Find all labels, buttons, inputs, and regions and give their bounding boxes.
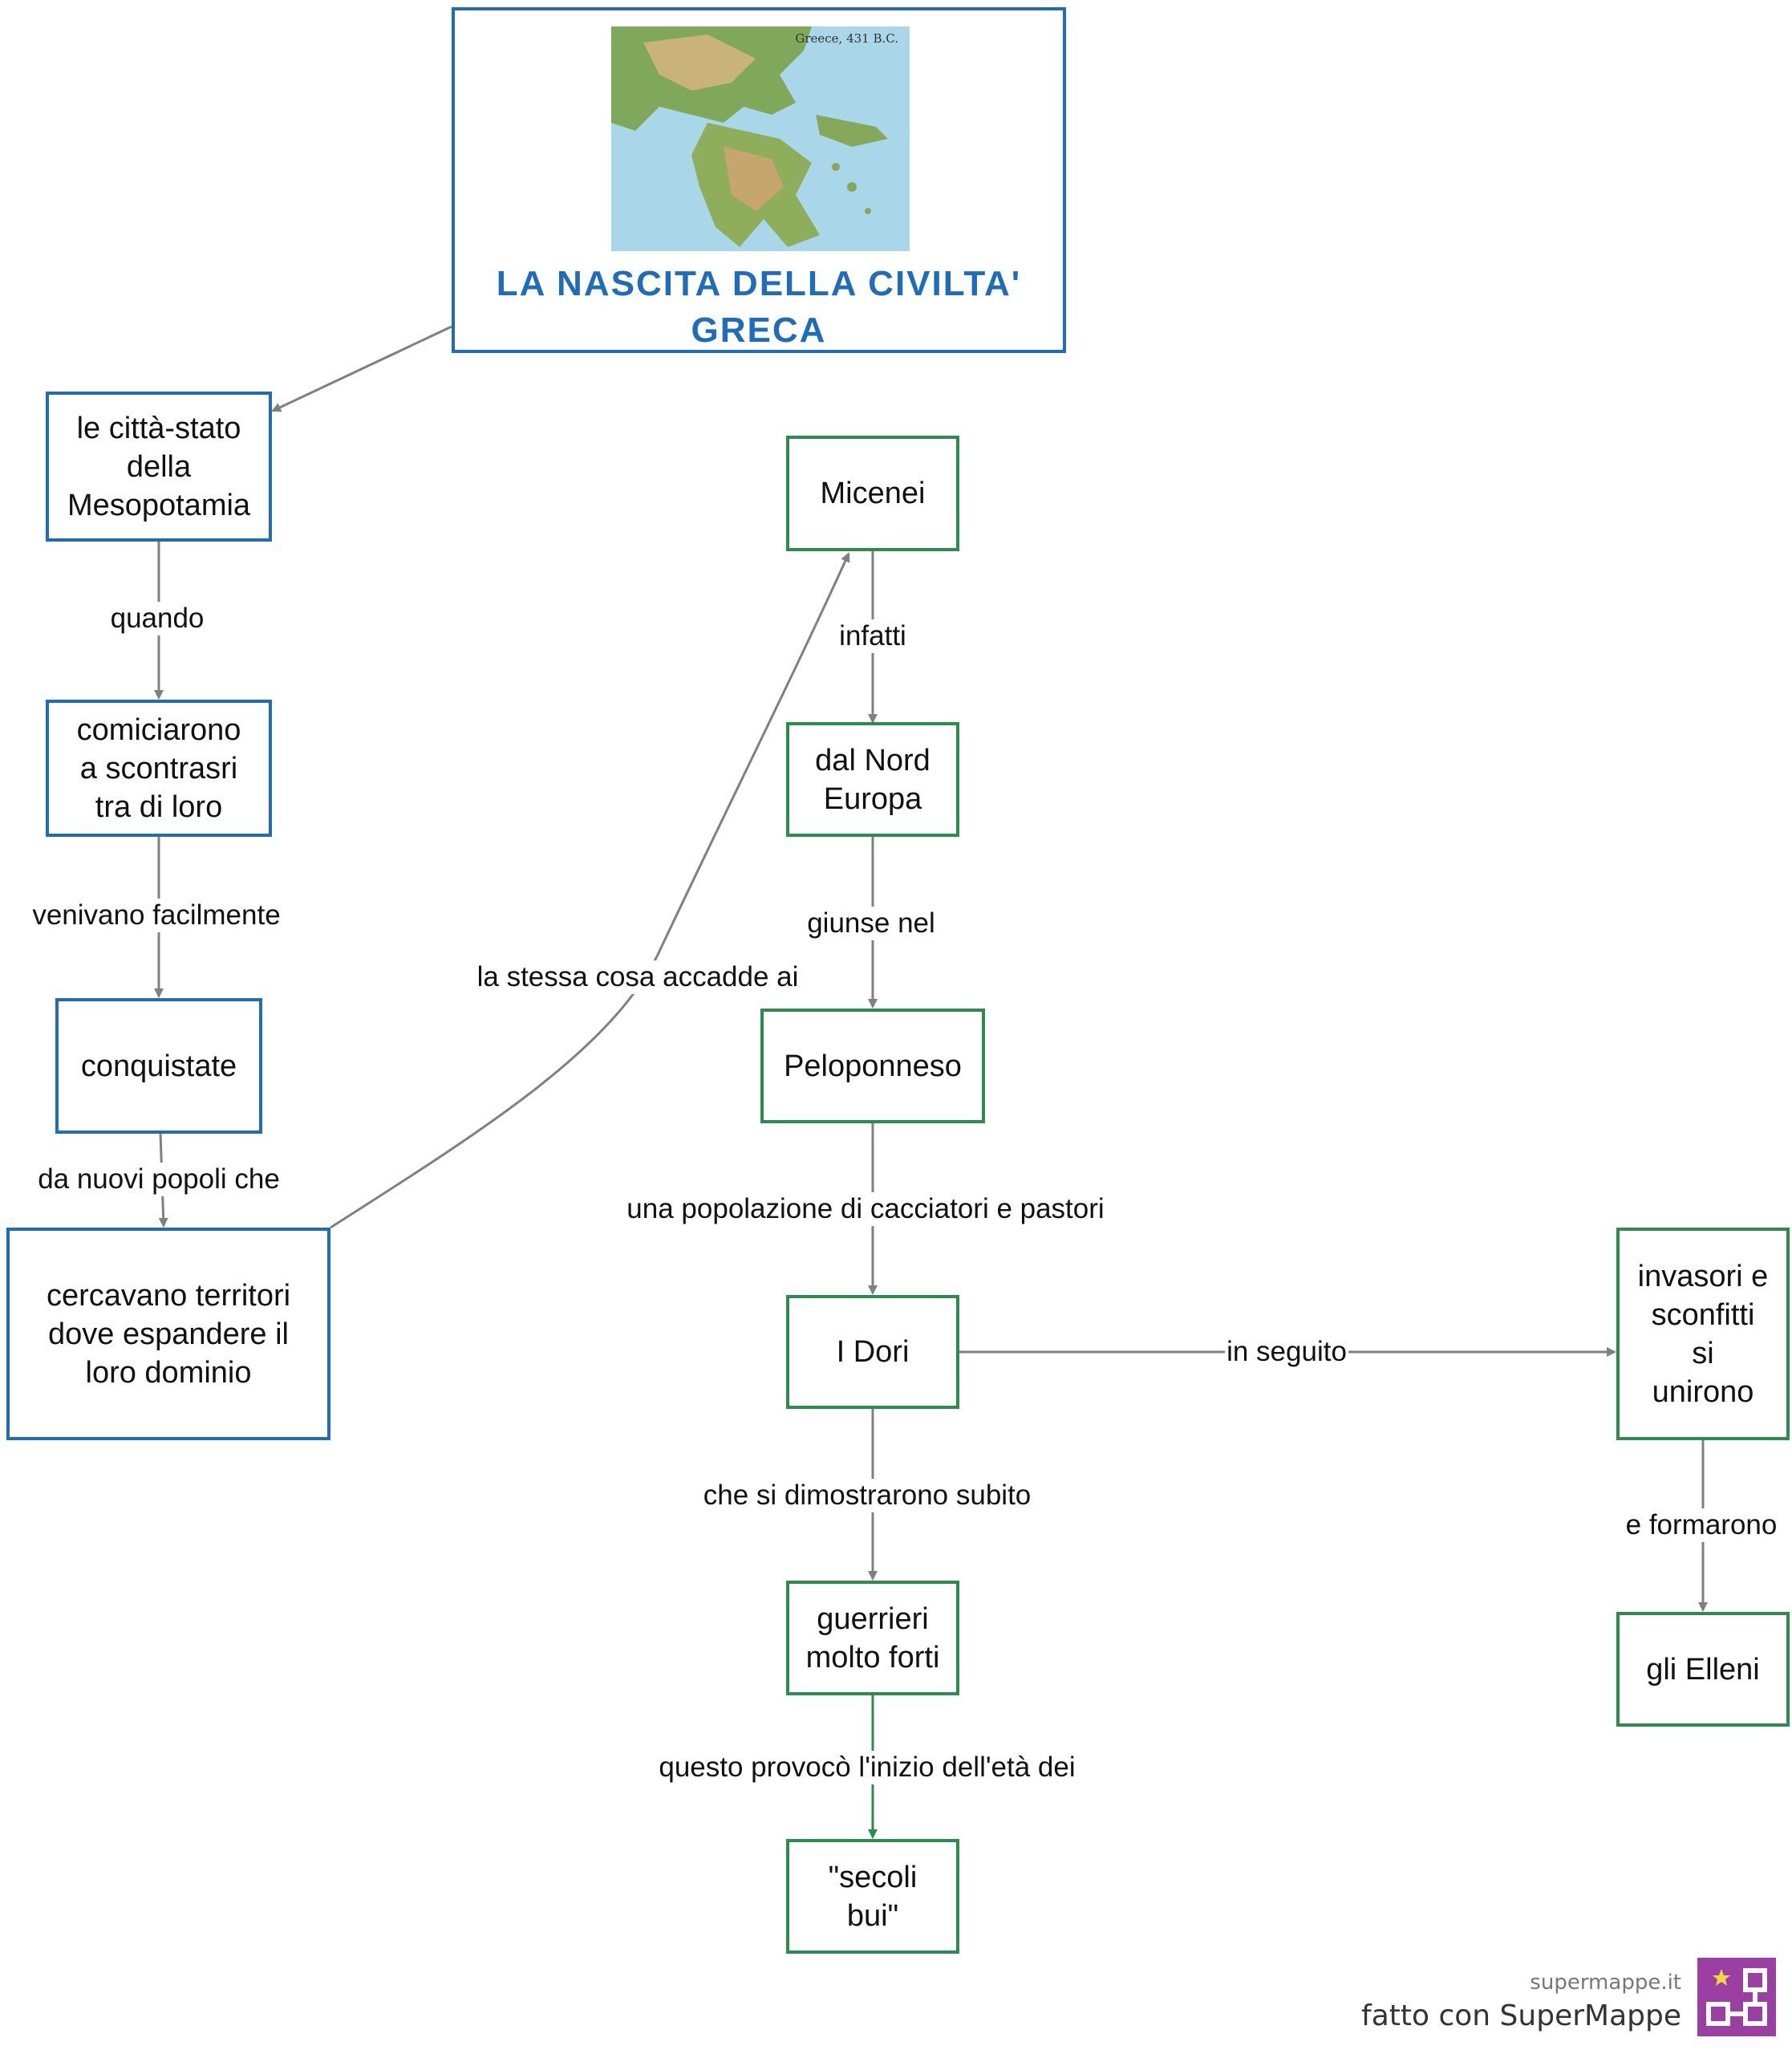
link-label-da-nuovi: da nuovi popoli che — [36, 1163, 282, 1196]
page-title: LA NASCITA DELLA CIVILTA' GRECA — [496, 264, 1022, 350]
map-icon — [611, 26, 910, 251]
node-secoli-bui: "secoli bui" — [786, 1839, 959, 1954]
node-cercavano: cercavano territori dove espandere il lo… — [6, 1228, 330, 1440]
link-label-venivano: venivano facilmente — [30, 899, 282, 932]
edge-title-citta — [271, 325, 452, 412]
link-label-dimostrarono: che si dimostrarono subito — [701, 1479, 1033, 1512]
node-invasori: invasori e sconfitti si unirono — [1616, 1228, 1790, 1440]
link-label-popolazione: una popolazione di cacciatori e pastori — [625, 1192, 1106, 1226]
footer-site: supermappe.it — [1530, 1971, 1681, 1995]
node-citta-stato: le città-stato della Mesopotamia — [46, 392, 272, 542]
footer-made-with: fatto con SuperMappe — [1361, 1999, 1681, 2032]
node-micenei: Micenei — [786, 436, 959, 551]
link-label-in-seguito: in seguito — [1225, 1335, 1348, 1369]
link-label-formarono: e formarono — [1624, 1508, 1779, 1542]
map-caption: Greece, 431 B.C. — [795, 31, 898, 46]
link-label-stessa-cosa: la stessa cosa accadde ai — [475, 960, 801, 994]
link-label-infatti: infatti — [837, 619, 908, 653]
node-conquistate: conquistate — [55, 998, 262, 1134]
node-peloponneso: Peloponneso — [760, 1009, 985, 1123]
node-comiciarono: comiciarono a scontrasri tra di loro — [46, 700, 272, 837]
title-node: Greece, 431 B.C. LA NASCITA DELLA CIVILT… — [452, 7, 1066, 353]
link-label-quando: quando — [108, 602, 206, 635]
node-nord-europa: dal Nord Europa — [786, 722, 959, 837]
node-elleni: gli Elleni — [1616, 1612, 1790, 1727]
supermappe-logo-icon — [1697, 1958, 1776, 2036]
node-guerrieri: guerrieri molto forti — [786, 1581, 959, 1695]
link-label-provoco: questo provocò l'inizio dell'età dei — [657, 1751, 1077, 1784]
link-label-giunse: giunse nel — [805, 907, 937, 940]
greece-map-image: Greece, 431 B.C. — [611, 26, 910, 251]
footer-branding: supermappe.it fatto con SuperMappe — [1359, 1958, 1776, 2038]
edge-cercavano-micenei — [330, 552, 850, 1229]
node-dori: I Dori — [786, 1295, 959, 1409]
